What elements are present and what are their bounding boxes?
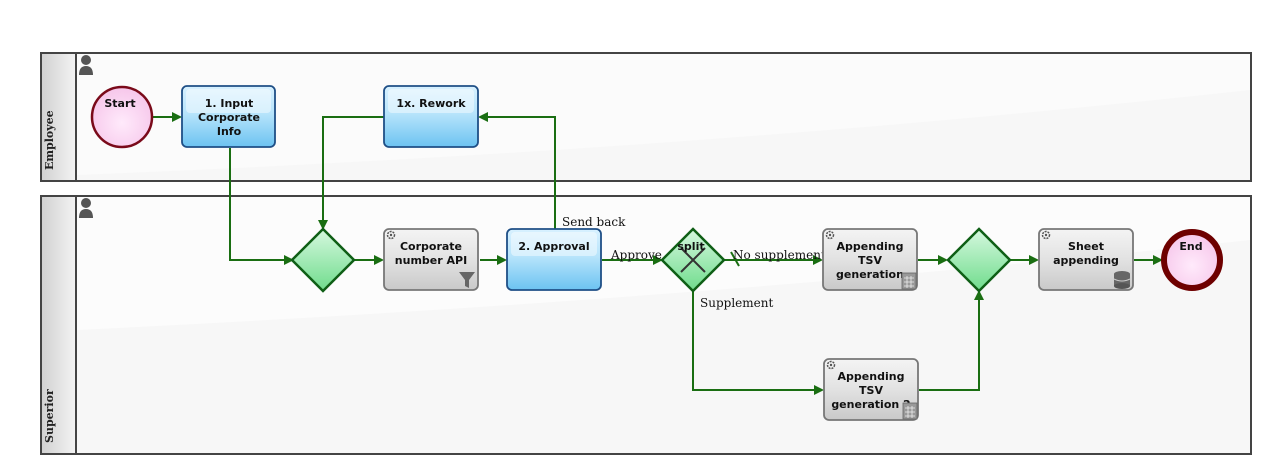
gear-icon: [826, 360, 836, 370]
default-flow-marker: [730, 251, 740, 267]
task-label-line: Appending: [837, 240, 904, 253]
flow-label-approve: Approve: [610, 248, 662, 262]
task-label-line: number API: [395, 254, 467, 267]
task-label-line: Info: [217, 125, 242, 138]
task-sheet-appending[interactable]: Sheet appending: [1038, 228, 1134, 291]
person-icon: [79, 55, 93, 75]
start-event[interactable]: Start: [90, 85, 154, 149]
task-label-line: generation 2: [831, 398, 910, 411]
flow-label-no-supplement: No supplement: [733, 248, 826, 262]
join-gateway[interactable]: [946, 227, 1012, 293]
task-approval[interactable]: 2. Approval: [506, 228, 602, 291]
end-event-label: End: [1179, 240, 1202, 253]
task-label-line: Corporate: [400, 240, 462, 253]
database-icon: [1113, 271, 1131, 289]
gear-icon: [825, 230, 835, 240]
flow-rework-to-merge[interactable]: [318, 116, 384, 230]
calculator-icon: [902, 402, 918, 420]
task-label-line: TSV: [858, 254, 882, 267]
task-appending-tsv-generation-2[interactable]: Appending TSV generation 2: [823, 358, 919, 421]
flow-send-back[interactable]: [478, 112, 556, 229]
task-label-line: 1x. Rework: [396, 97, 466, 110]
split-gateway-label: split: [677, 240, 704, 253]
filter-icon: [459, 272, 475, 288]
task-label-line: 2. Approval: [518, 240, 589, 253]
task-label-line: Sheet: [1068, 240, 1104, 253]
person-icon: [79, 198, 93, 218]
lane-label-superior: Superior: [43, 389, 56, 443]
task-label-line: TSV: [859, 384, 883, 397]
flow-supplement[interactable]: [692, 291, 824, 395]
task-label-line: Appending: [838, 370, 905, 383]
start-event-label: Start: [104, 97, 135, 110]
flow-input-to-merge[interactable]: [229, 148, 294, 265]
task-label-line: generation: [836, 268, 904, 281]
flow-label-supplement: Supplement: [700, 296, 773, 310]
gear-icon: [386, 230, 396, 240]
gear-icon: [1041, 230, 1051, 240]
lane-label-employee: Employee: [43, 110, 56, 170]
task-label-line: 1. Input: [205, 97, 254, 110]
calculator-icon: [901, 272, 917, 290]
task-appending-tsv-generation[interactable]: Appending TSV generation: [822, 228, 918, 291]
task-rework[interactable]: 1x. Rework: [383, 85, 479, 148]
task-input-corporate-info[interactable]: 1. Input Corporate Info: [181, 85, 276, 148]
task-label-line: appending: [1053, 254, 1119, 267]
flow-label-send-back: Send back: [562, 215, 626, 229]
x-marker-icon: [680, 247, 706, 273]
merge-gateway[interactable]: [290, 227, 356, 293]
split-gateway[interactable]: split: [660, 227, 726, 293]
sequence-flows: [152, 112, 1163, 395]
end-event[interactable]: End: [1161, 229, 1223, 291]
task-corporate-number-api[interactable]: Corporate number API: [383, 228, 479, 291]
lane-employee[interactable]: Employee: [40, 52, 1252, 182]
flow-tsv2-to-join[interactable]: [919, 290, 984, 391]
task-label-line: Corporate: [198, 111, 260, 124]
